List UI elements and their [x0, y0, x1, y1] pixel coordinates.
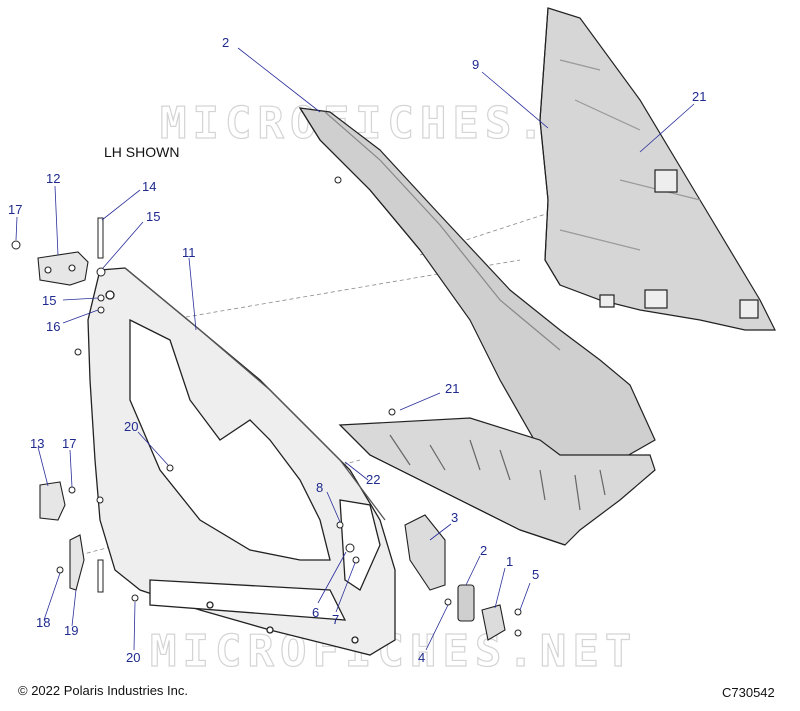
- bracket-13: [39, 481, 66, 521]
- callout-7: 7: [332, 612, 340, 627]
- view-note: LH SHOWN: [104, 144, 180, 160]
- callout-11: 11: [182, 245, 196, 260]
- callout-16: 16: [46, 319, 61, 334]
- fasteners: [11, 176, 522, 637]
- callout-20-upper: 20: [124, 419, 139, 434]
- frame-11: [87, 267, 396, 656]
- callout-6: 6: [312, 605, 320, 620]
- callout-21-upper: 21: [692, 89, 707, 104]
- callout-21-lower: 21: [445, 381, 460, 396]
- callout-5: 5: [532, 567, 540, 582]
- handle-1: [481, 604, 506, 641]
- panel-10: [298, 107, 656, 471]
- callout-14: 14: [142, 179, 157, 194]
- callout-10: 2: [222, 35, 230, 50]
- latch-3: [404, 514, 446, 591]
- callout-17-lower: 17: [62, 436, 77, 451]
- lower-floor-panel: [338, 417, 656, 546]
- callout-19: 19: [64, 623, 79, 638]
- strap-19: [69, 534, 85, 591]
- callout-22: 22: [366, 472, 381, 487]
- callout-2: 2: [480, 543, 488, 558]
- callout-4: 4: [418, 650, 426, 665]
- callout-15-lower: 15: [42, 293, 57, 308]
- callout-18: 18: [36, 615, 51, 630]
- callout-20-lower: 20: [126, 650, 141, 665]
- callout-3: 3: [451, 510, 459, 525]
- panel-9: [539, 7, 776, 331]
- callout-17-upper: 17: [8, 202, 23, 217]
- hinge-bracket-12: [37, 251, 89, 286]
- callout-13: 13: [30, 436, 45, 451]
- callout-8: 8: [316, 480, 324, 495]
- latch-2: [457, 584, 475, 622]
- callout-15-upper: 15: [146, 209, 161, 224]
- leader-lines: [15, 47, 695, 651]
- callout-9: 9: [472, 57, 480, 72]
- figure-id: C730542: [722, 685, 775, 700]
- callout-12: 12: [46, 171, 61, 186]
- copyright-text: © 2022 Polaris Industries Inc.: [18, 683, 188, 698]
- callout-1: 1: [506, 554, 514, 569]
